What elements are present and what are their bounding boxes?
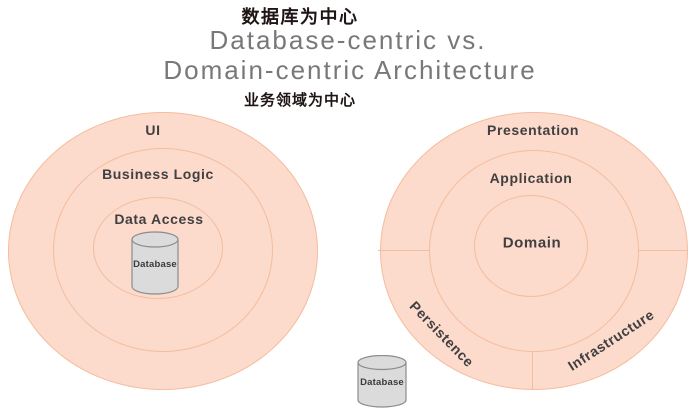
database-label: Database — [133, 259, 177, 270]
db-centric-inner-ring — [93, 197, 223, 299]
sector-divider-left — [378, 250, 429, 251]
sector-divider-bottom — [532, 352, 533, 390]
cylinder-body — [357, 362, 407, 408]
layer-label-business-logic: Business Logic — [102, 166, 214, 182]
cylinder-top — [357, 355, 407, 371]
layer-label-domain: Domain — [502, 234, 562, 252]
layer-label-presentation: Presentation — [487, 122, 579, 138]
title-line-2: Domain-centric Architecture — [163, 55, 537, 85]
database-cylinder-external: Database — [357, 355, 407, 408]
domain-centric-middle-ring — [429, 150, 639, 352]
cylinder-body — [131, 239, 179, 295]
annotation-database-centric-cn: 数据库为中心 — [241, 7, 359, 27]
annotation-domain-centric-cn: 业务领域为中心 — [243, 92, 357, 109]
database-cylinder-center: Database — [131, 231, 179, 295]
layer-label-data-access: Data Access — [114, 211, 204, 227]
domain-centric-inner-ring — [474, 195, 588, 297]
sector-divider-right — [639, 250, 687, 251]
database-label: Database — [360, 377, 404, 388]
layer-label-ui: UI — [145, 122, 161, 138]
db-centric-middle-ring — [53, 148, 273, 352]
cylinder-top — [131, 231, 179, 248]
title-line-1: Database-centric vs. — [209, 25, 487, 55]
layer-label-application: Application — [489, 170, 573, 186]
